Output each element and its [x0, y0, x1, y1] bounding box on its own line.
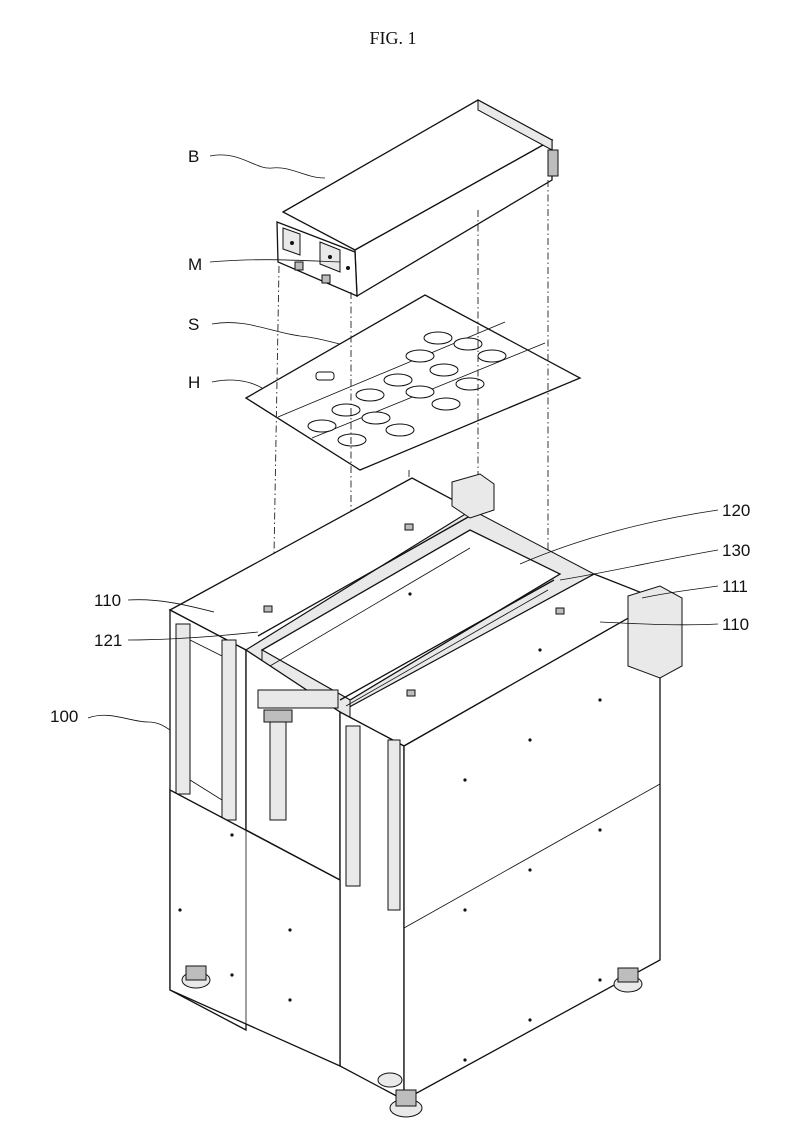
label-100: 100 [50, 707, 78, 726]
sheet-with-holes [246, 295, 580, 470]
cabinet-body [170, 474, 682, 1117]
label-120: 120 [722, 501, 750, 520]
label-110-left: 110 [94, 591, 121, 610]
label-hole: H [188, 373, 200, 392]
label-module: M [188, 255, 202, 274]
label-121: 121 [94, 631, 122, 650]
label-111: 111 [722, 577, 748, 596]
battery-block [277, 100, 558, 296]
label-130: 130 [722, 541, 750, 560]
label-sheet: S [188, 315, 199, 334]
label-battery: B [188, 147, 199, 166]
label-110-right: 110 [722, 615, 749, 634]
figure-title: FIG. 1 [0, 28, 786, 49]
